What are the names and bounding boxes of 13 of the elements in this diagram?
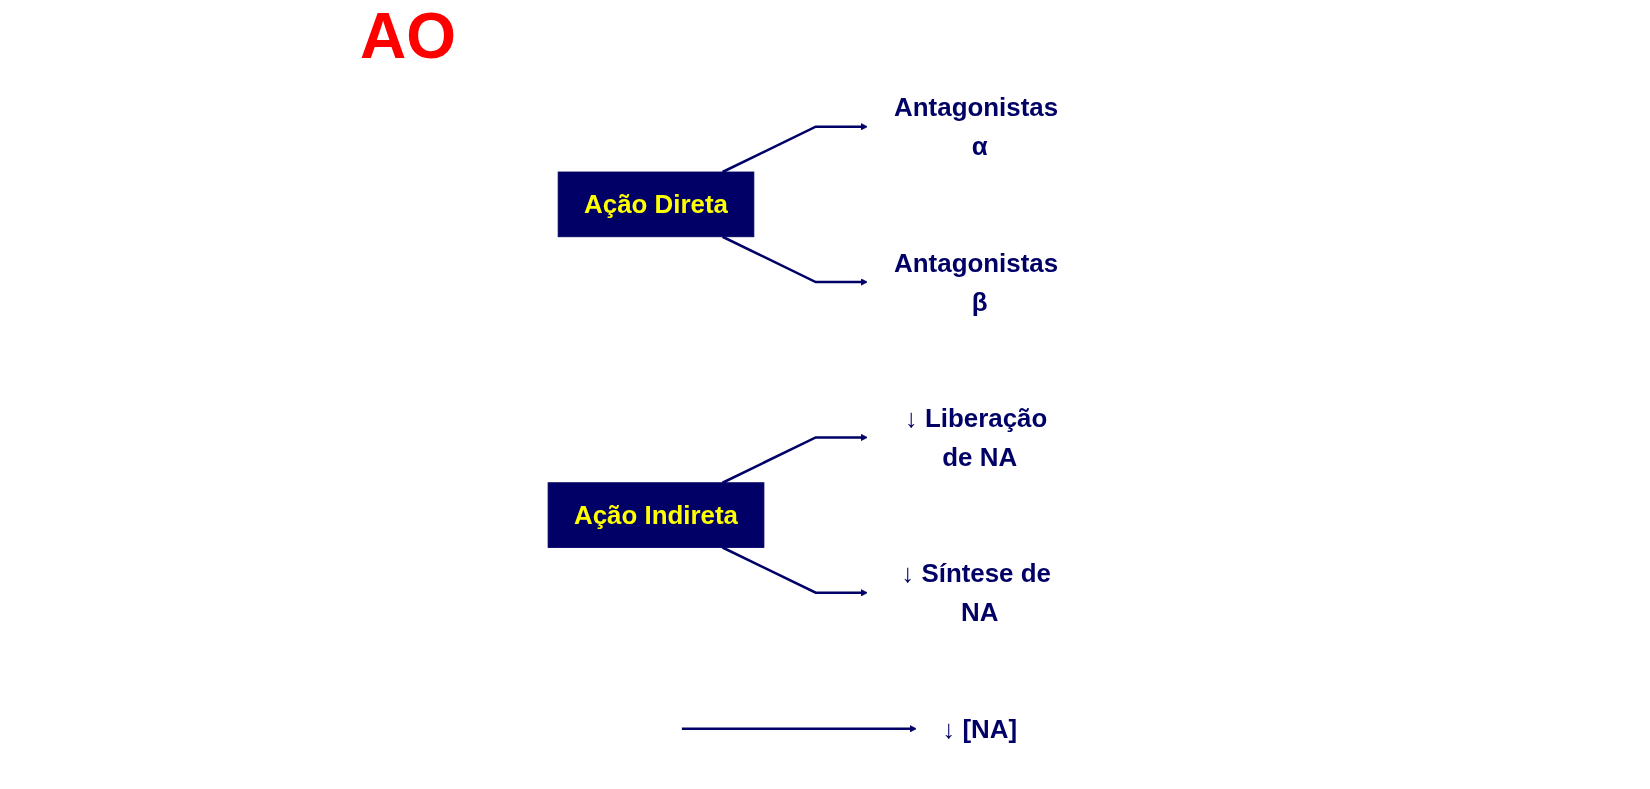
arrow bbox=[722, 235, 868, 286]
node-box: Ação Indireta bbox=[547, 482, 765, 548]
node-text: ↓ [NA] bbox=[942, 714, 1018, 743]
node-text: Antagonistas β bbox=[894, 248, 1059, 316]
node-text: Antagonistas α bbox=[894, 93, 1059, 161]
arrow bbox=[722, 546, 868, 597]
node-text: ↓ Síntese de NA bbox=[901, 559, 1051, 627]
arrow bbox=[722, 122, 868, 174]
node-text: ↓ Liberação de NA bbox=[904, 403, 1048, 472]
title: AO bbox=[360, 4, 457, 68]
node-box: Ação Direta bbox=[557, 171, 755, 238]
arrow bbox=[681, 724, 917, 733]
arrow bbox=[722, 433, 868, 484]
